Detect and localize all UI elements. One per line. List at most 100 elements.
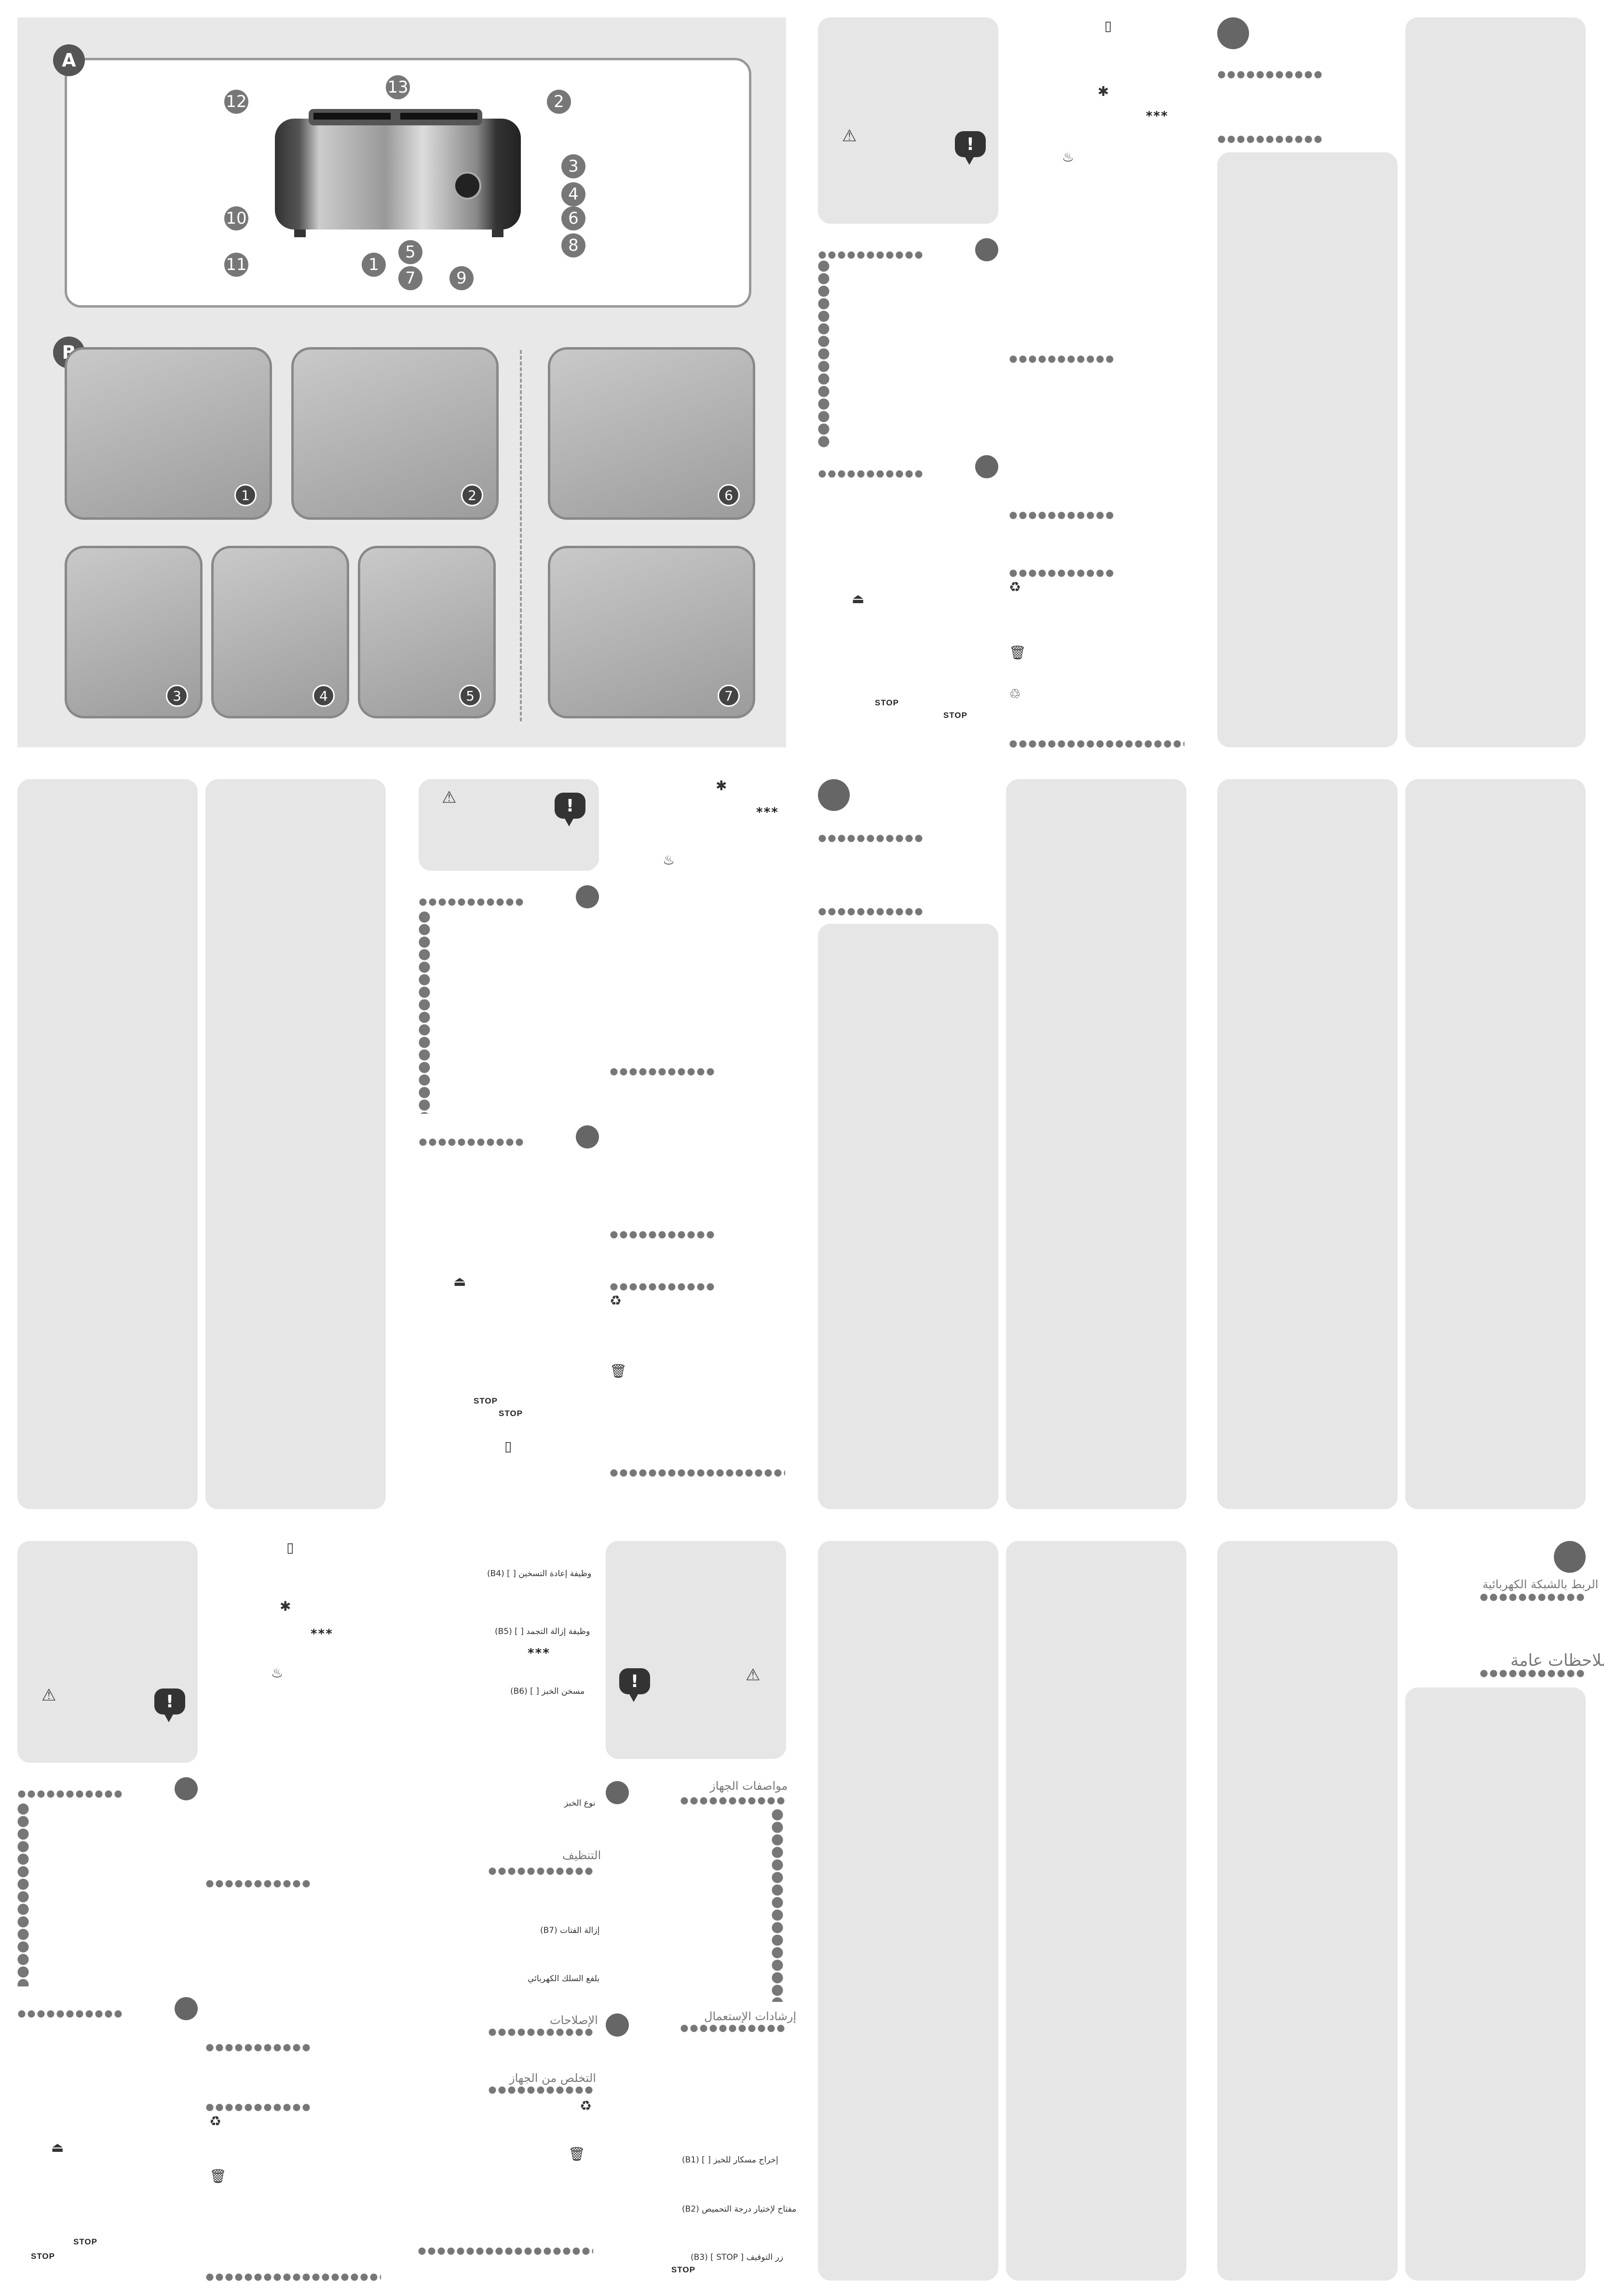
recycle-icon: ♻ bbox=[610, 1293, 622, 1309]
warning-triangle-icon: ⚠ bbox=[746, 1665, 761, 1685]
callout-2: 2 bbox=[547, 90, 571, 114]
notes-box bbox=[818, 924, 998, 1509]
tidy-man-icon: ♲ bbox=[1009, 686, 1021, 702]
ar-cord: بلفع السلك الكهربائي bbox=[528, 1974, 600, 1984]
ar-stop-btn: زر التوقيف [ STOP ] (B3) bbox=[691, 2253, 783, 2262]
language-marker bbox=[576, 1125, 599, 1148]
ar-disposal-heading: التخلص من الجهاز bbox=[509, 2071, 596, 2085]
bun-warmer-icon: ♨ bbox=[663, 852, 675, 868]
lever-icon: ⏏ bbox=[852, 591, 865, 607]
ar-specs-heading: مواصفات الجهاز bbox=[710, 1779, 788, 1793]
callout-12: 12 bbox=[224, 90, 248, 114]
heading-dots bbox=[610, 1067, 716, 1076]
heading-dots bbox=[1480, 1669, 1586, 1678]
recycle-icon: ♻ bbox=[1009, 579, 1021, 595]
language-marker bbox=[175, 1997, 198, 2020]
notes-box bbox=[818, 1541, 998, 2281]
ar-lever: إخراج مسكار للخبز [ ] (B1) bbox=[682, 2155, 778, 2165]
defrost-icon: ✱ bbox=[1098, 83, 1109, 99]
ar-bun: مسخن الخبز [ ] (B6) bbox=[510, 1687, 585, 1696]
language-marker bbox=[606, 1781, 629, 1804]
wheelie-bin-icon: 🗑 bbox=[1009, 645, 1026, 661]
callout-9: 9 bbox=[449, 266, 474, 290]
heading-dots bbox=[488, 1867, 594, 1876]
defrost-icon: ✱ bbox=[280, 1598, 291, 1614]
heading-dots bbox=[205, 2043, 312, 2052]
callout-8: 8 bbox=[561, 233, 585, 257]
callout-7: 7 bbox=[398, 266, 422, 290]
warning-triangle-icon: ⚠ bbox=[41, 1686, 56, 1705]
heading-dots bbox=[818, 470, 924, 478]
warning-bubble-icon: ! bbox=[955, 131, 986, 165]
stop-label: STOP bbox=[474, 1396, 498, 1405]
recycle-icon: ♻ bbox=[580, 2098, 592, 2114]
notes-box bbox=[205, 779, 386, 1509]
defrost-icon: ✱ bbox=[716, 778, 727, 794]
stop-label: STOP bbox=[31, 2252, 55, 2261]
heading-dots bbox=[818, 834, 924, 843]
callout-4: 4 bbox=[561, 182, 585, 206]
callout-11: 11 bbox=[224, 253, 248, 277]
ar-cleaning-heading: التنظيف bbox=[562, 1849, 601, 1862]
heading-dots bbox=[205, 1879, 312, 1888]
heading-dots bbox=[1009, 740, 1184, 748]
stop-label: STOP bbox=[499, 1409, 523, 1418]
heading-dots bbox=[1217, 135, 1323, 144]
photo-step-1-number: 1 bbox=[234, 484, 257, 506]
language-marker bbox=[1554, 1541, 1586, 1573]
warning-triangle-icon: ⚠ bbox=[842, 126, 857, 146]
safety-box bbox=[606, 1541, 786, 1759]
heading-dots bbox=[419, 1138, 525, 1147]
stop-label: STOP bbox=[73, 2237, 97, 2246]
heading-dots bbox=[680, 2024, 786, 2033]
reheat-icon: ▯ bbox=[286, 1540, 294, 1555]
heading-dots bbox=[818, 907, 924, 916]
notes-box bbox=[1217, 779, 1398, 1509]
warning-triangle-icon: ⚠ bbox=[442, 788, 457, 807]
notes-box bbox=[1006, 1541, 1186, 2281]
stars-symbol: *** bbox=[756, 805, 779, 820]
heading-dots bbox=[680, 1796, 786, 1805]
reheat-icon: ▯ bbox=[504, 1438, 512, 1454]
heading-dots bbox=[1217, 70, 1323, 79]
bun-warmer-icon: ♨ bbox=[271, 1665, 284, 1681]
ar-repairs-heading: الإصلاحات bbox=[550, 2013, 598, 2027]
bullet-list-dots bbox=[772, 1809, 783, 2002]
notes-box bbox=[17, 779, 198, 1509]
photo-step-2-number: 2 bbox=[461, 484, 483, 506]
ar-reheat: وظيفة إعادة التسخين [ ] (B4) bbox=[487, 1569, 592, 1579]
notes-box bbox=[1217, 152, 1398, 747]
ar-mains-heading: الربط بالشبكة الكهربائية bbox=[1482, 1578, 1599, 1591]
heading-dots bbox=[205, 2273, 381, 2282]
bullet-list-dots bbox=[17, 1803, 29, 1986]
stop-label: STOP bbox=[875, 698, 899, 707]
stars-symbol: *** bbox=[1146, 109, 1169, 123]
notes-box bbox=[1405, 779, 1586, 1509]
heading-dots bbox=[1009, 569, 1115, 578]
language-marker bbox=[175, 1777, 198, 1800]
language-marker bbox=[606, 2013, 629, 2037]
stars-symbol: *** bbox=[311, 1627, 333, 1641]
wheelie-bin-icon: 🗑 bbox=[610, 1363, 627, 1379]
photo-step-6-number: 6 bbox=[718, 484, 740, 506]
notes-box bbox=[1405, 17, 1586, 747]
language-marker bbox=[818, 779, 850, 811]
bun-warmer-icon: ♨ bbox=[1062, 149, 1074, 165]
ar-usage-heading: إرشادات الإستعمال bbox=[704, 2010, 797, 2023]
notes-box bbox=[1217, 1541, 1398, 2281]
stop-label: STOP bbox=[943, 711, 967, 720]
bullet-list-dots bbox=[818, 260, 829, 448]
safety-box bbox=[17, 1541, 198, 1763]
language-marker bbox=[576, 885, 599, 908]
heading-dots bbox=[488, 2086, 594, 2094]
language-marker bbox=[975, 238, 998, 261]
ar-defrost: وظيفة إزالة التجمد [ ] (B5) bbox=[495, 1627, 590, 1636]
photo-step-3-number: 3 bbox=[166, 685, 188, 707]
heading-dots bbox=[17, 2010, 123, 2018]
heading-dots bbox=[610, 1469, 785, 1477]
heading-dots bbox=[1009, 511, 1115, 520]
toaster-illustration bbox=[275, 109, 521, 237]
photo-step-5-number: 5 bbox=[459, 685, 481, 707]
heading-dots bbox=[818, 251, 924, 259]
callout-5: 5 bbox=[398, 240, 422, 264]
